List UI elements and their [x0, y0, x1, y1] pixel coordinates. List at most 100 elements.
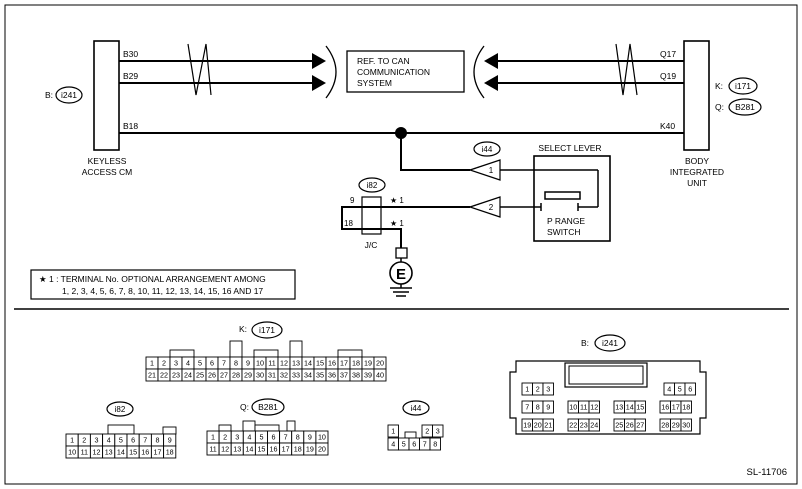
can-arrow-left-2 — [312, 75, 326, 91]
b-i241-prefix: B: — [581, 338, 589, 348]
keyless-access-cm: KEYLESS ACCESS CM B: i241 B30 B29 B18 — [45, 40, 138, 177]
b-i241-pin: 21 — [542, 418, 554, 432]
svg-text:1: 1 — [150, 359, 154, 368]
select-lever: SELECT LEVER P RANGE SWITCH — [500, 143, 611, 242]
svg-text:20: 20 — [534, 421, 542, 430]
k-i171-pin: 23 — [169, 368, 183, 382]
svg-text:3: 3 — [546, 385, 550, 394]
svg-text:7: 7 — [222, 359, 226, 368]
b-i241-pin: 1 — [521, 382, 533, 396]
i44-pin: 7 — [419, 437, 431, 451]
i82-pin: 4 — [102, 433, 116, 447]
k-i171-id: i171 — [259, 325, 275, 335]
svg-text:4: 4 — [667, 385, 671, 394]
keyless-conn-id: i241 — [61, 90, 77, 100]
svg-text:3: 3 — [95, 436, 99, 445]
k-i171-pin: 39 — [361, 368, 375, 382]
svg-text:13: 13 — [292, 359, 300, 368]
p-range-switch-contact — [544, 191, 581, 200]
svg-text:32: 32 — [280, 371, 288, 380]
svg-text:12: 12 — [590, 403, 598, 412]
svg-text:7: 7 — [143, 436, 147, 445]
note-line2: 1, 2, 3, 4, 5, 6, 7, 8, 10, 11, 12, 13, … — [62, 286, 263, 296]
svg-text:8: 8 — [536, 403, 540, 412]
pin-q19: Q19 — [660, 71, 676, 81]
b-i241-pin: 7 — [521, 400, 533, 414]
svg-text:15: 15 — [316, 359, 324, 368]
ground-point: E — [389, 247, 413, 297]
wire-jc-to-ground — [341, 206, 470, 248]
i82-pin: 2 — [77, 433, 91, 447]
svg-text:39: 39 — [364, 371, 372, 380]
svg-text:16: 16 — [141, 448, 149, 457]
svg-text:13: 13 — [233, 445, 241, 454]
svg-text:5: 5 — [402, 440, 406, 449]
svg-text:3: 3 — [436, 427, 440, 436]
body-conn-q-badge — [728, 98, 762, 116]
terminal-note: ★ 1 : TERMINAL No. OPTIONAL ARRANGEMENT … — [30, 269, 296, 300]
b-i241-pin: 16 — [659, 400, 671, 414]
i44-pin: 1 — [387, 424, 399, 438]
svg-text:35: 35 — [316, 371, 324, 380]
svg-text:28: 28 — [232, 371, 240, 380]
i44-connector-symbol: i44 1 2 — [468, 141, 501, 218]
i44-pin1-label: 1 — [489, 166, 494, 175]
i44-pin: 4 — [387, 437, 399, 451]
q-b281-pin: 15 — [254, 442, 268, 456]
q-b281-pin: 14 — [242, 442, 256, 456]
jc-pin18: 18 — [344, 219, 353, 228]
svg-text:18: 18 — [352, 359, 360, 368]
k-i171-pin: 22 — [157, 368, 171, 382]
q-b281-pin: 7 — [279, 430, 293, 444]
keyless-module-box — [93, 40, 120, 151]
svg-text:17: 17 — [282, 445, 290, 454]
b-i241-pin: 10 — [567, 400, 579, 414]
body-integrated-unit: BODY INTEGRATED UNIT K: i171 Q: B281 Q17… — [660, 40, 762, 188]
svg-text:1: 1 — [525, 385, 529, 394]
b-i241-pin: 24 — [588, 418, 600, 432]
svg-text:7: 7 — [525, 403, 529, 412]
k-i171-pin: 8 — [229, 356, 243, 370]
pin-b30: B30 — [123, 49, 138, 59]
svg-text:37: 37 — [340, 371, 348, 380]
body-conn-k-badge — [728, 77, 758, 95]
i82-pin: 6 — [126, 433, 140, 447]
svg-text:26: 26 — [208, 371, 216, 380]
q-b281-pin: 8 — [291, 430, 305, 444]
svg-text:5: 5 — [259, 433, 263, 442]
b-i241-pin: 8 — [532, 400, 544, 414]
i82-pin: 13 — [102, 445, 116, 459]
svg-text:9: 9 — [546, 403, 550, 412]
svg-text:38: 38 — [352, 371, 360, 380]
svg-text:24: 24 — [184, 371, 192, 380]
svg-text:10: 10 — [68, 448, 76, 457]
svg-text:27: 27 — [636, 421, 644, 430]
svg-text:13: 13 — [105, 448, 113, 457]
i82-pin: 10 — [65, 445, 79, 459]
svg-text:14: 14 — [304, 359, 312, 368]
q-b281-id: B281 — [258, 402, 278, 412]
b-i241-pin: 11 — [578, 400, 590, 414]
k-i171-pin: 33 — [289, 368, 303, 382]
b-i241-pin: 27 — [634, 418, 646, 432]
svg-text:4: 4 — [186, 359, 190, 368]
svg-text:5: 5 — [119, 436, 123, 445]
svg-text:21: 21 — [148, 371, 156, 380]
svg-text:19: 19 — [306, 445, 314, 454]
i44-badge — [473, 141, 501, 157]
can-wires-left — [119, 43, 312, 96]
can-ref-line1: REF. TO CAN — [357, 56, 410, 66]
b-i241-pin: 6 — [684, 382, 696, 396]
b-i241-pin: 2 — [532, 382, 544, 396]
k-i171-pin: 21 — [145, 368, 159, 382]
svg-text:12: 12 — [280, 359, 288, 368]
i44-pin: 5 — [398, 437, 410, 451]
k-i171-pin: 14 — [301, 356, 315, 370]
b-i241-id: i241 — [602, 338, 618, 348]
can-arrow-left-1 — [312, 53, 326, 69]
svg-text:18: 18 — [294, 445, 302, 454]
svg-text:4: 4 — [107, 436, 111, 445]
k-i171-pin: 38 — [349, 368, 363, 382]
